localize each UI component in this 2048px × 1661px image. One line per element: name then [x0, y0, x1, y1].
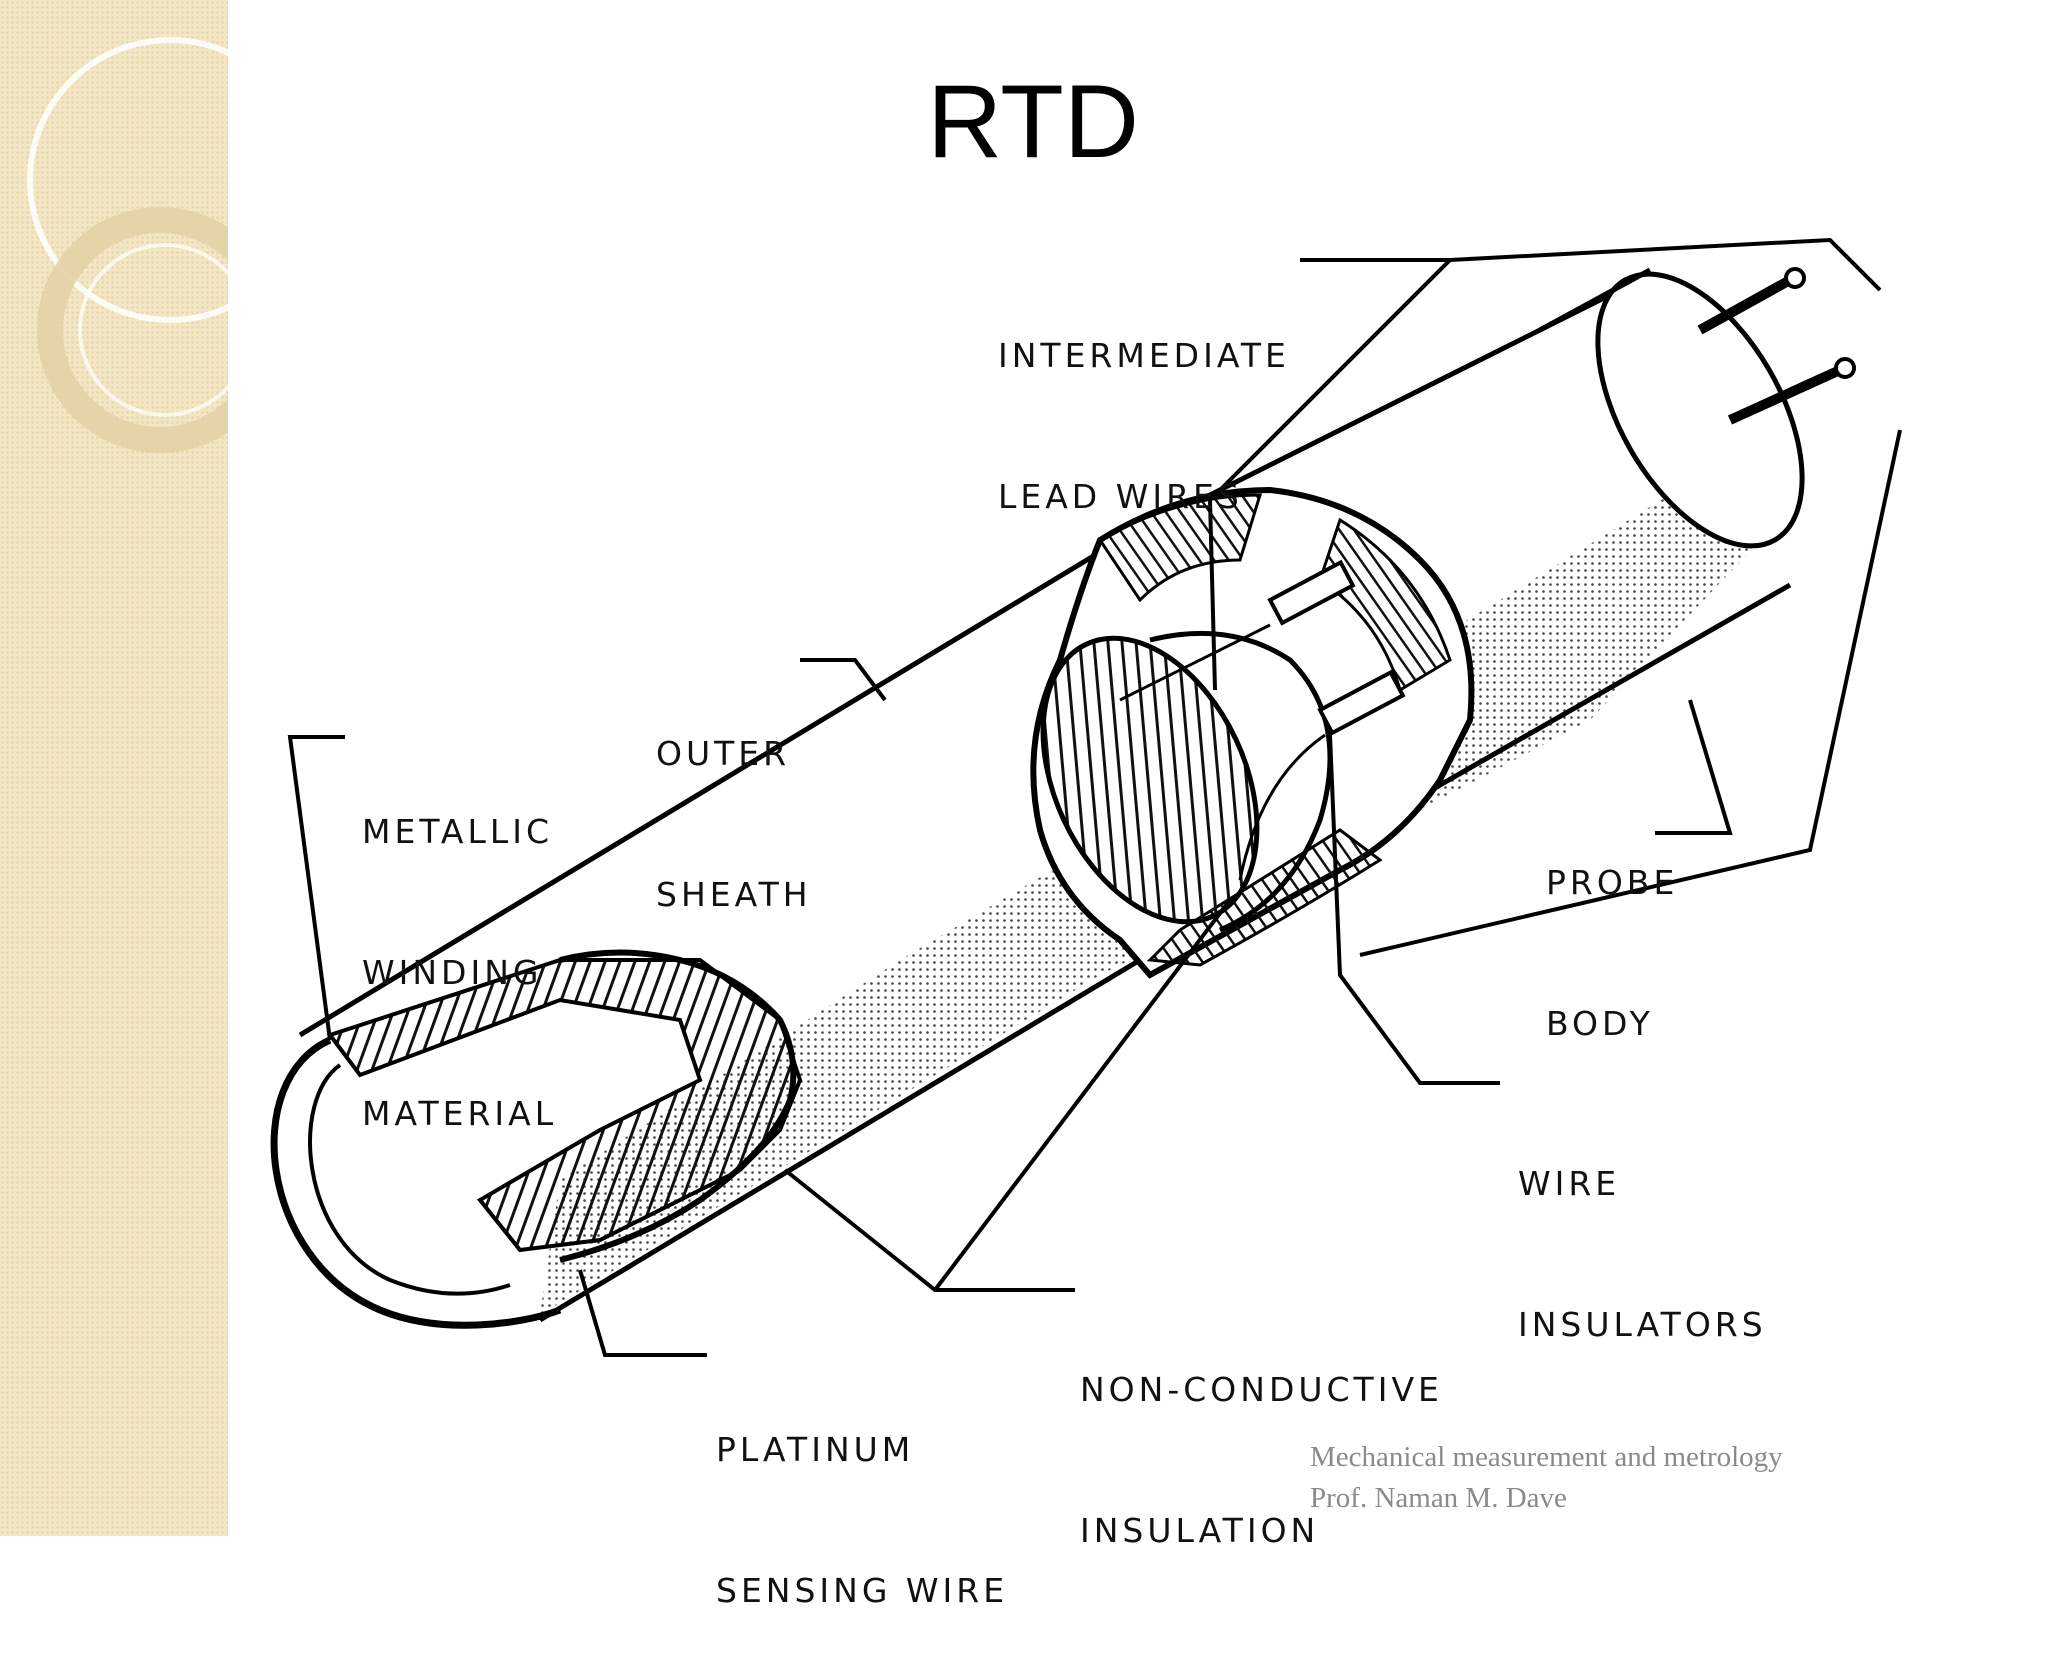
decorative-rings	[27, 37, 228, 453]
footer-course: Mechanical measurement and metrology	[1310, 1441, 1783, 1473]
leader-lines	[287, 237, 1902, 1357]
rtd-cutaway-diagram	[270, 237, 1902, 1357]
footer-author: Prof. Naman M. Dave	[1310, 1482, 1567, 1514]
label-probe-body: PROBE BODY	[1546, 863, 1679, 1043]
label-outer-sheath: OUTER SHEATH	[656, 734, 812, 914]
label-platinum-sensing-wire: PLATINUM SENSING WIRE	[716, 1430, 1009, 1610]
footer-credit: Mechanical measurement and metrology Pro…	[1310, 1437, 1783, 1519]
label-metallic-winding-material: METALLIC WINDING MATERIAL	[362, 812, 558, 1133]
label-intermediate-lead-wires: INTERMEDIATE LEAD WIRES	[998, 336, 1290, 516]
probe-sheath	[270, 267, 1856, 1329]
label-wire-insulators: WIRE INSULATORS	[1518, 1164, 1767, 1344]
slide-title: RTD	[927, 64, 1139, 180]
decorative-side-panel	[0, 0, 228, 1536]
